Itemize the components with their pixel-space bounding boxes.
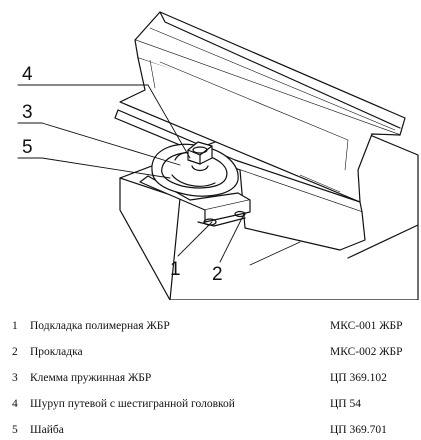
leader-lines <box>17 84 245 263</box>
legend-code: ЦП 369.102 <box>330 372 387 384</box>
legend-code: МКС-001 ЖБР <box>330 320 403 332</box>
legend-row: 1 Подкладка полимерная ЖБР МКС-001 ЖБР <box>0 316 421 336</box>
legend-number: 4 <box>12 398 18 410</box>
legend-number: 2 <box>12 346 18 358</box>
legend-code: МКС-002 ЖБР <box>330 346 403 358</box>
spring-clip-assembly <box>151 141 239 197</box>
legend-number: 5 <box>12 424 18 436</box>
legend-row: 3 Клемма пружинная ЖБР ЦП 369.102 <box>0 368 421 388</box>
legend-name: Шайба <box>30 424 64 436</box>
callout-3: 3 <box>22 102 33 123</box>
legend-number: 1 <box>12 320 18 332</box>
callout-1: 1 <box>170 259 181 280</box>
legend-name: Прокладка <box>30 346 83 358</box>
legend-name: Шуруп путевой с шестигранной головкой <box>30 398 235 410</box>
legend-number: 3 <box>12 372 18 384</box>
legend-row: 5 Шайба ЦП 369.701 <box>0 420 421 440</box>
legend-row: 4 Шуруп путевой с шестигранной головкой … <box>0 394 421 414</box>
callout-4: 4 <box>22 64 33 85</box>
legend-code: ЦП 369.701 <box>330 424 387 436</box>
legend-code: ЦП 54 <box>330 398 361 410</box>
callout-2: 2 <box>212 264 223 285</box>
legend-name: Подкладка полимерная ЖБР <box>30 320 170 332</box>
legend-row: 2 Прокладка МКС-002 ЖБР <box>0 342 421 362</box>
callout-5: 5 <box>22 137 33 158</box>
rail-pad <box>139 175 251 227</box>
rail-fastening-drawing: 4 3 5 1 2 <box>17 11 419 300</box>
legend-name: Клемма пружинная ЖБР <box>30 372 152 384</box>
